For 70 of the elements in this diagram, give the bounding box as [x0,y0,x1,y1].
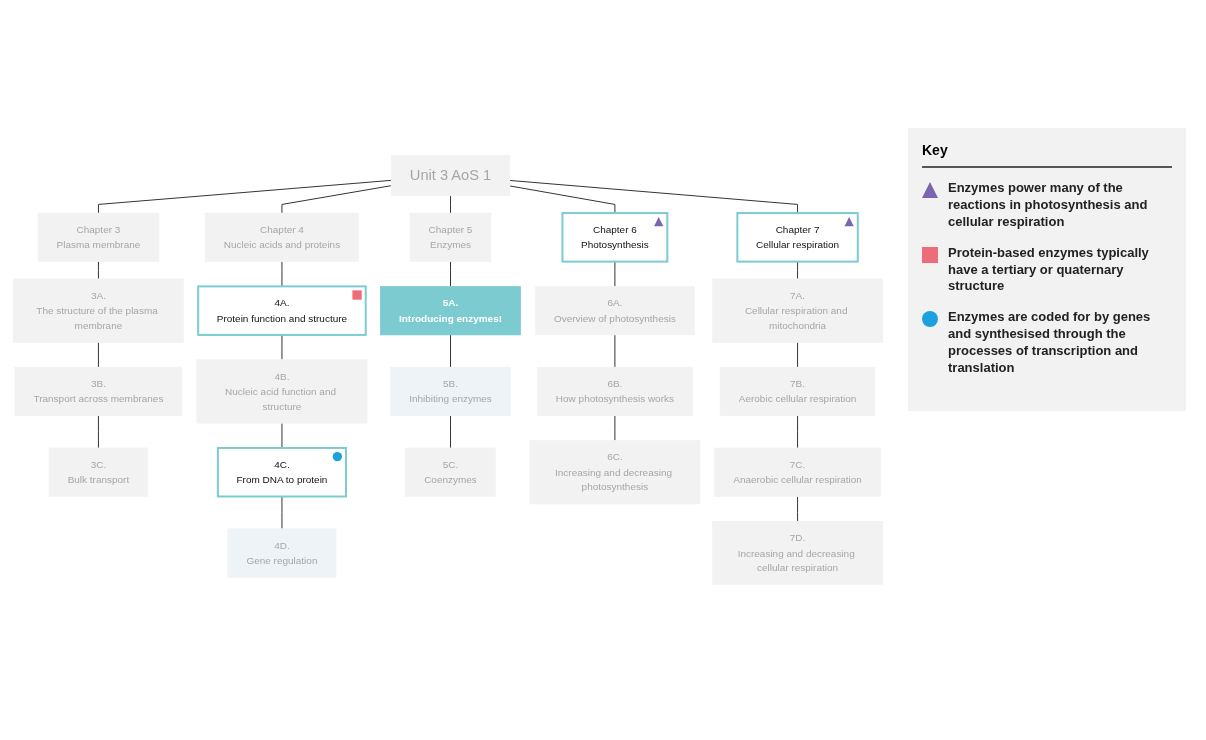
connector-line [450,334,451,368]
node-label: Cellular respiration [755,238,840,250]
node-label: Plasma membrane [56,238,141,250]
connector-line [281,422,283,449]
node-label: Inhibiting enzymes [409,392,492,405]
node-label: 5B. [443,377,458,390]
node-label: Transport across membranes [33,392,164,405]
node-label: Increasing and decreasing cellular respiration [737,546,855,574]
node-label: Enzymes [429,238,472,250]
connector-line [614,261,616,287]
connector-line [97,261,99,280]
connector-line [797,496,799,522]
connector-line [450,415,451,449]
connector-line [281,261,283,287]
connector-line [450,195,451,214]
connector-line [509,179,799,214]
node-label: 6B. [607,377,623,390]
connector-line [797,341,799,368]
connector-line [450,261,451,287]
node-label: 4C. [274,458,290,470]
connector-line [97,179,392,214]
node-label: 4D. [274,539,290,551]
node-label: Nucleic acid function and structure [225,385,336,412]
node-label: 3A. [90,289,106,301]
node-label: Aerobic cellular respiration [738,392,857,405]
node-label: 7D. [789,531,806,544]
node-label: Chapter 7 [775,223,820,236]
node-label: Introducing enzymes! [398,311,503,324]
node-label: 7A. [790,289,806,301]
node-label: Nucleic acids and proteins [223,238,341,250]
legend-text: Protein-based enzymes typically have a tertiary or quaternary structure [948,244,1150,296]
connector-line [281,185,392,214]
node-label: Anaerobic cellular respiration [733,473,862,485]
node-label: 6C. [607,451,623,463]
node-label: 5A. [442,297,459,309]
node-label: 7C. [789,458,806,470]
connector-line [97,341,99,368]
node-label: Chapter 3 [76,223,121,236]
node-label: The structure of the plasma membrane [36,304,158,331]
node-label: Gene regulation [246,554,318,566]
node-label: Chapter 5 [428,223,473,236]
node-label: Protein function and structure [216,311,348,324]
node-label: Unit 3 AoS 1 [409,167,492,184]
node-label: From DNA to protein [236,473,328,485]
node-label: How photosynthesis works [555,392,674,405]
connector-line [97,415,99,449]
legend-text: Enzymes power many of the reactions in photosynthesis and cellular respiration [948,180,1149,231]
node-label: 3C. [90,458,107,470]
node-label: Bulk transport [67,473,130,485]
node-label: 3B. [90,377,106,390]
node-label: Cellular respiration and mitochondria [744,304,848,331]
connector-line [509,185,616,214]
node-label: Chapter 6 [592,223,637,236]
node-label: Increasing and decreasing photosynthesis [555,466,673,493]
node-label: Chapter 4 [260,223,304,236]
node-label: 5C. [442,458,459,470]
connector-line [614,415,616,441]
node-label: Coenzymes [424,473,477,485]
node-label: Overview of photosynthesis [553,311,676,324]
node-label: Photosynthesis [581,238,649,250]
connector-line [281,496,283,530]
node-label: 7B. [790,377,806,390]
node-label: 6A. [607,297,623,309]
connector-line [797,415,799,449]
legend-text: Enzymes are coded for by genes and synthesised through the processes of transcription and translation [948,309,1152,377]
connector-line [281,334,283,361]
node-label: 4B. [274,370,290,382]
connector-line [614,334,616,368]
key-heading: Key [922,142,1172,168]
node-label: 4A. [274,297,290,309]
